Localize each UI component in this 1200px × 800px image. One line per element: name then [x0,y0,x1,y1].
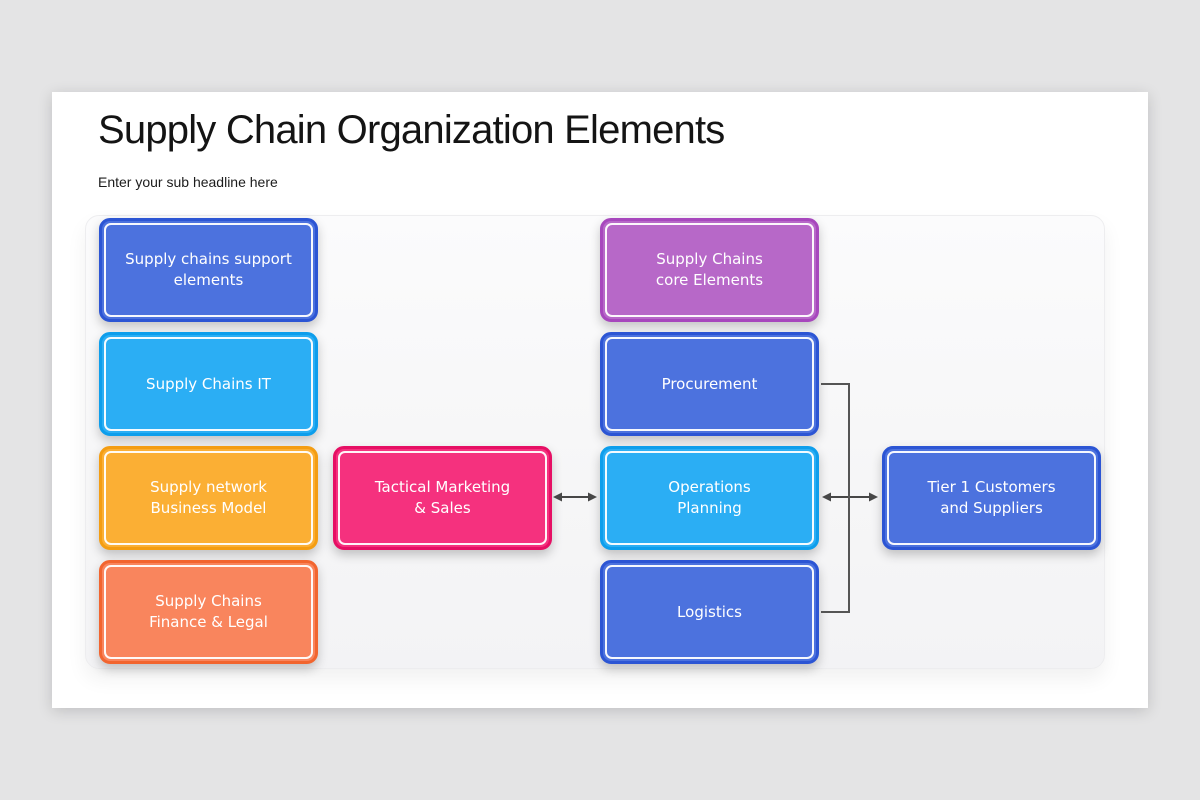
node-label: Logistics [677,602,742,621]
slide-subtitle: Enter your sub headline here [98,174,278,190]
node-supply-network-business-model: Supply network Business Model [99,446,318,550]
node-tier-1-customers-suppliers: Tier 1 Customers and Suppliers [882,446,1101,550]
node-supply-chains-it: Supply Chains IT [99,332,318,436]
node-label: Supply Chains Finance & Legal [149,592,268,631]
node-label: Procurement [661,374,758,393]
node-label: Tier 1 Customers and Suppliers [927,478,1056,517]
node-supply-chains-support-elements: Supply chains support elements [99,218,318,322]
node-supply-chains-core-elements: Supply Chains core Elements [600,218,819,322]
node-logistics: Logistics [600,560,819,664]
node-label: Supply chains support elements [125,250,292,289]
node-tactical-marketing-sales: Tactical Marketing & Sales [333,446,552,550]
node-label: Supply Chains IT [146,374,271,393]
node-procurement: Procurement [600,332,819,436]
node-supply-chains-finance-legal: Supply Chains Finance & Legal [99,560,318,664]
node-label: Operations Planning [668,478,751,517]
slide-title: Supply Chain Organization Elements [98,108,725,152]
node-label: Supply Chains core Elements [655,250,764,289]
node-label: Tactical Marketing & Sales [374,478,511,517]
node-operations-planning: Operations Planning [600,446,819,550]
node-label: Supply network Business Model [150,478,267,517]
